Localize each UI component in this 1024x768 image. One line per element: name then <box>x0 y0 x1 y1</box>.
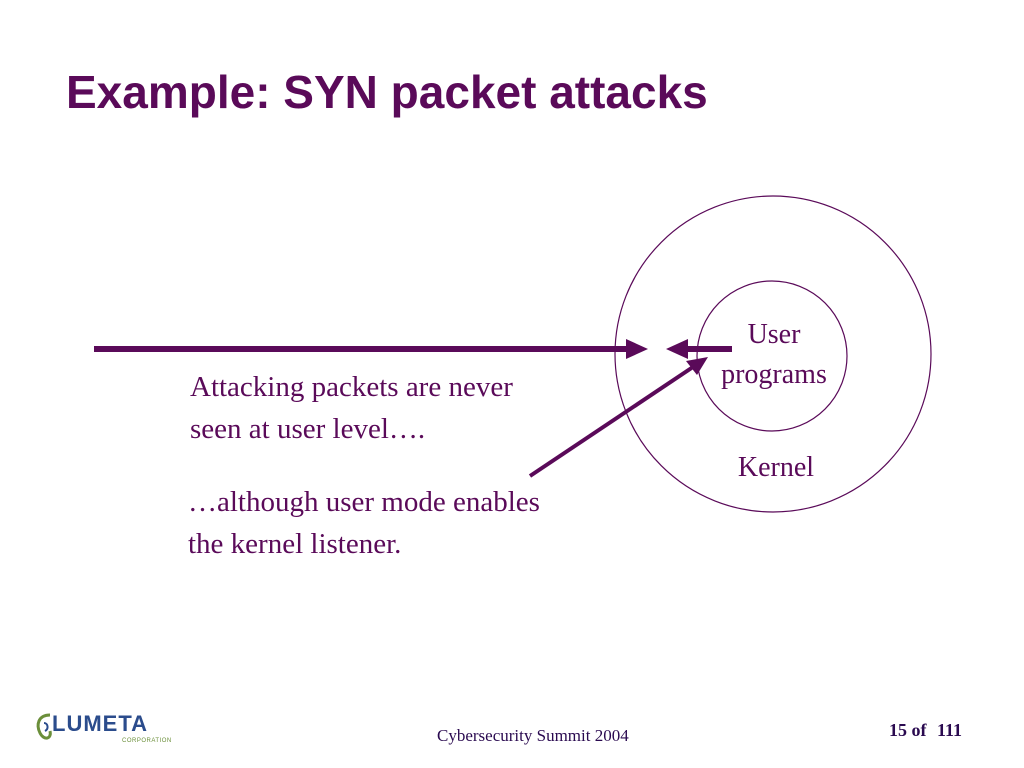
listener-arrowhead <box>666 339 688 359</box>
kernel-label: Kernel <box>737 452 815 483</box>
page-total: 111 <box>937 720 963 740</box>
logo-wordmark: LUMETA <box>52 711 149 736</box>
caption-attacking-packets: Attacking packets are never seen at user… <box>190 371 513 445</box>
page-current: 15 <box>889 720 907 740</box>
kernel-circle <box>614 195 932 513</box>
slide-title: Example: SYN packet attacks <box>66 66 708 118</box>
logo-subtext: CORPORATION <box>122 738 172 744</box>
page-of: of <box>911 720 927 740</box>
footer-event: Cybersecurity Summit 2004 <box>437 726 629 745</box>
attack-packet-arrowhead <box>626 339 648 359</box>
page-number: 15 of 111 <box>889 720 962 741</box>
user-programs-circle <box>696 280 848 432</box>
enables-arrow-shaft <box>528 365 695 478</box>
logo-swirl-icon <box>36 713 52 740</box>
enables-arrowhead <box>686 357 708 375</box>
caption-user-mode: …although user mode enables the kernel l… <box>188 486 540 560</box>
user-programs-label: User programs <box>721 319 827 390</box>
lumeta-logo: LUMETA CORPORATION <box>34 707 178 751</box>
